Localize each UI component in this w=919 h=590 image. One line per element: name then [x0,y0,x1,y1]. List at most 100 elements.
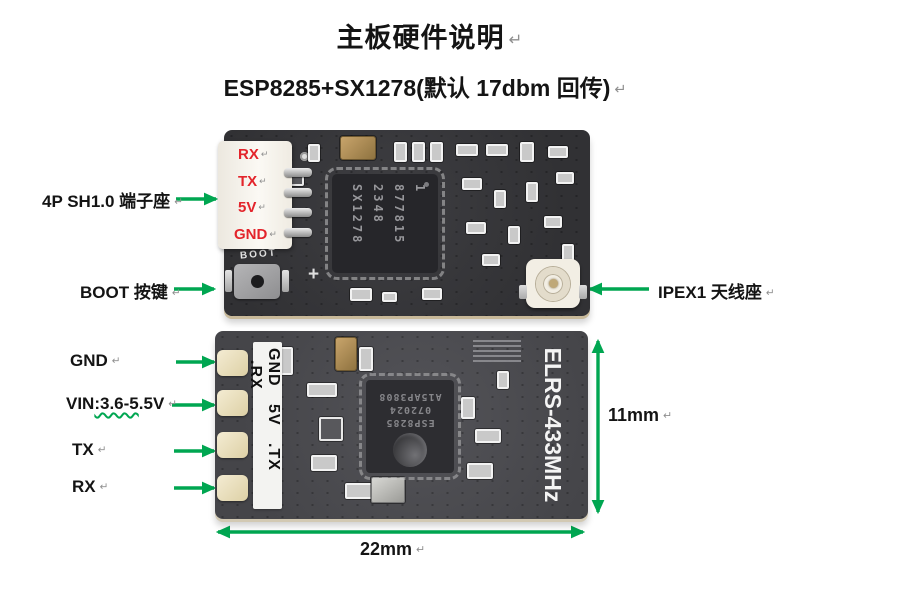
pin1-marker-dot [424,182,429,187]
label-pad-rx: RX↵ [72,477,108,497]
label-text: TX [72,440,94,459]
label-text: BOOT 按键 [80,283,168,302]
castellated-pad-vin [217,390,248,416]
paragraph-return-mark: ↵ [269,229,277,239]
smd-component [422,288,442,300]
label-pad-gnd: GND↵ [70,351,121,371]
smd-component [307,383,337,397]
castellated-pad-gnd [217,350,248,376]
smd-component [335,337,357,371]
smd-component [371,477,405,503]
sx1278-chip-marking: SX1278 2348 877815 1 [332,174,430,273]
silkscreen-pin-label: .RX [247,360,264,390]
paragraph-return-mark: ↵ [259,176,267,186]
paragraph-return-mark: ↵ [508,30,524,49]
label-text: VIN [66,394,95,413]
label-text: IPEX1 天线座 [658,283,762,302]
chip-marking-line: 2348 [371,184,385,225]
connector-pin [284,228,312,237]
label-text: .5V [138,394,165,413]
ipex-antenna-connector [519,259,587,308]
smd-component [548,146,568,158]
label-text: RX [72,477,96,496]
smd-component [475,429,501,443]
paragraph-return-mark: ↵ [260,149,269,159]
page-title-text: 主板硬件说明 [336,23,505,53]
ipex-center-pin [548,279,558,288]
smd-component [382,292,397,302]
smd-component [412,142,425,162]
board-name-silkscreen: ELRS-433MHz [540,347,566,503]
smd-component [430,142,443,162]
smd-component [340,136,376,160]
smd-component [456,144,478,156]
paragraph-return-mark: ↵ [111,355,121,367]
test-pad [300,152,309,161]
page-subtitle-text: ESP8285+SX1278(默认 17dbm 回传) [223,75,611,101]
label-ipex-antenna: IPEX1 天线座↵ [658,278,775,303]
chip-marking-line: 072024 [388,404,432,415]
paragraph-return-mark: ↵ [97,444,107,456]
connector-pin [284,188,312,197]
pin-silkscreen-strip: GND 5V .TX .RX [247,342,282,509]
silkscreen-pin-label: GND [265,348,282,387]
castellated-pad-tx [217,432,248,458]
plus-silkscreen-text: + [308,264,320,285]
label-pad-tx: TX↵ [72,440,107,460]
smd-component [526,182,538,202]
espressif-logo [393,433,427,467]
connector-pin-label-gnd: GND↵ [234,226,277,243]
smd-component [308,144,320,162]
label-text: 4P SH1.0 端子座 [42,192,171,211]
smd-component [394,142,407,162]
connector-pin-label-5v: 5V↵ [238,199,266,216]
smd-component [319,417,343,441]
label-pad-vin: VIN:3.6-5.5V↵ [66,394,177,414]
smd-component [482,254,500,266]
smd-component [359,347,373,371]
connector-pin-label-tx: TX↵ [238,173,267,190]
smd-component [544,216,562,228]
sh10-connector: RX↵ TX↵ 5V↵ GND↵ [218,141,312,249]
smd-component [494,190,506,208]
smd-component [311,455,337,471]
esp8285-chip: ESP8285 072024 A15AP3808 [359,373,461,480]
smd-component [520,142,534,162]
chip-marking-line: 1 [413,184,427,195]
paragraph-return-mark: ↵ [416,544,426,556]
chip-marking-line: A15AP3808 [378,391,442,402]
connector-pin [284,208,312,217]
silkscreen-pin-label: 5V [265,404,282,426]
chip-marking-line: ESP8285 [385,417,435,428]
boot-button [225,264,289,299]
smd-component [508,226,520,244]
label-text: 22mm [360,539,413,559]
smd-component [461,397,475,419]
paragraph-return-mark: ↵ [663,410,673,422]
page-title: 主板硬件说明↵ [0,16,860,55]
connector-pin [284,168,312,177]
bottom-board-photo: GND 5V .TX .RX ESP8285 072024 A15AP3808 … [215,331,588,519]
ipex-leg [579,285,587,299]
smd-component [350,288,372,301]
paragraph-return-mark: ↵ [258,202,266,212]
smd-component [497,371,509,389]
spellcheck-underline-text: :3.6-5 [94,394,139,413]
paragraph-return-mark: ↵ [168,398,178,410]
label-4p-sh10-connector: 4P SH1.0 端子座↵ [42,187,183,212]
paragraph-return-mark: ↵ [765,287,775,299]
label-board-width: 22mm↵ [360,539,425,560]
button-solder-tab [225,270,232,292]
smd-component [467,463,493,479]
inductor-stripes [473,340,521,362]
smd-component [556,172,574,184]
label-text: GND [70,351,108,370]
label-boot-button: BOOT 按键↵ [80,278,181,303]
castellated-pad-rx [217,475,248,501]
label-text: 11mm [608,405,660,425]
button-solder-tab [282,270,289,292]
top-board-photo: RX↵ TX↵ 5V↵ GND↵ SX1278 2348 877815 1 BO… [218,130,590,316]
paragraph-return-mark: ↵ [171,287,181,299]
smd-component [466,222,486,234]
